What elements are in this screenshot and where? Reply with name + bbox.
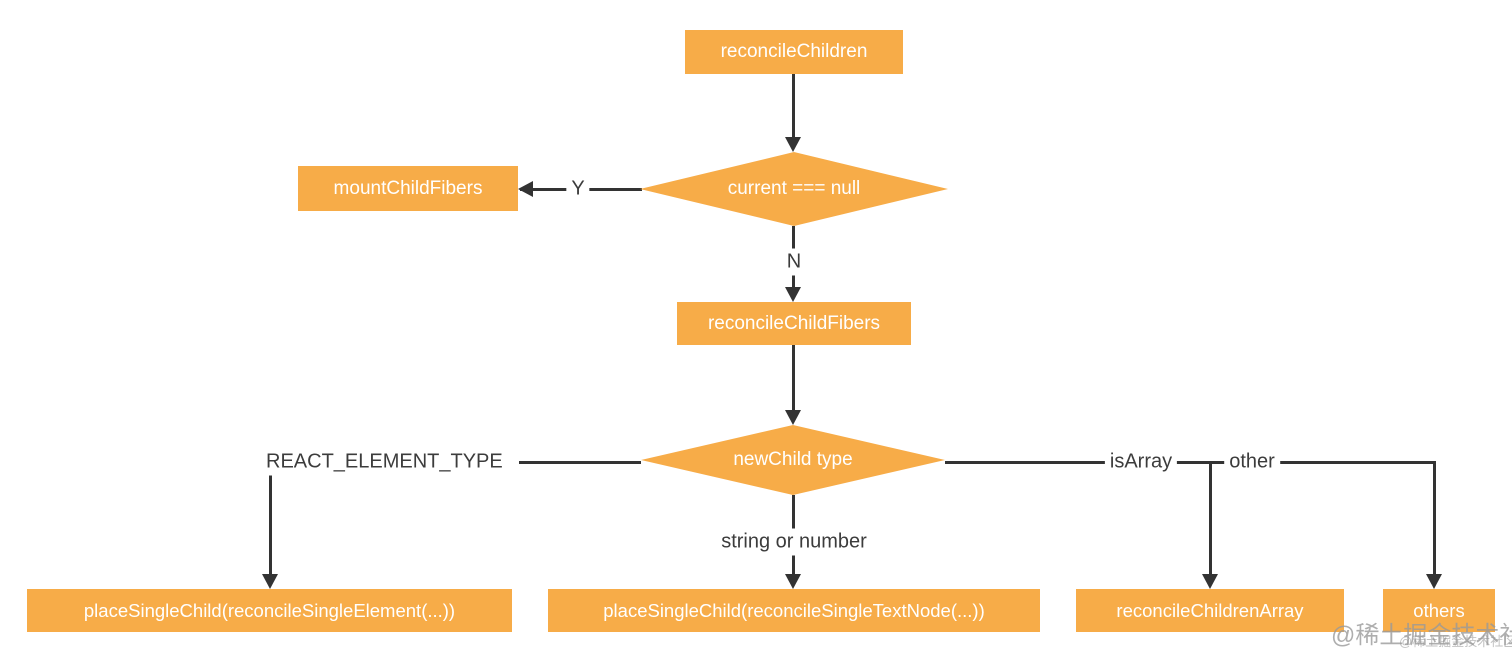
edge-label-yes: Y: [566, 175, 590, 203]
node-new-child-type-decision: newChild type: [641, 425, 945, 495]
edge-right-branch-horizontal: [945, 461, 1436, 464]
edge-react-element-type-horizontal: [519, 461, 641, 464]
edge-label-react-element-type: REACT_ELEMENT_TYPE: [264, 448, 505, 476]
edge-other-vertical: [1433, 461, 1436, 575]
arrowhead-into-others: [1426, 574, 1442, 589]
edge-label-other: other: [1224, 448, 1280, 476]
edge-react-element-type-vertical: [269, 474, 272, 575]
watermark-small: @稀土掘金技术社区: [1399, 634, 1512, 649]
edge-label-no: N: [781, 248, 807, 276]
edge-label-string-or-number: string or number: [716, 528, 872, 556]
node-mount-child-fibers: mountChildFibers: [298, 166, 518, 211]
edge-top-to-current-null: [792, 74, 795, 140]
arrowhead-into-reconcile-child-fibers: [785, 287, 801, 302]
node-current-null-decision: current === null: [640, 152, 948, 226]
watermark-large: @稀土掘金技术社区: [1331, 622, 1512, 649]
arrowhead-into-place-single-text-node: [785, 574, 801, 589]
node-reconcile-children-array: reconcileChildrenArray: [1076, 589, 1344, 632]
arrowhead-into-mount-child-fibers: [518, 181, 533, 197]
node-reconcile-children: reconcileChildren: [685, 30, 903, 74]
node-place-single-child-text-node: placeSingleChild(reconcileSingleTextNode…: [548, 589, 1040, 632]
arrowhead-into-current-null: [785, 137, 801, 152]
arrowhead-into-new-child-type: [785, 410, 801, 425]
node-reconcile-child-fibers: reconcileChildFibers: [677, 302, 911, 345]
arrowhead-into-place-single-element: [262, 574, 278, 589]
edge-label-is-array: isArray: [1104, 448, 1178, 476]
edge-is-array-vertical: [1209, 461, 1212, 575]
edge-to-new-child-type: [792, 345, 795, 413]
node-others: others: [1383, 589, 1495, 632]
node-place-single-child-element: placeSingleChild(reconcileSingleElement(…: [27, 589, 512, 632]
arrowhead-into-reconcile-children-array: [1202, 574, 1218, 589]
